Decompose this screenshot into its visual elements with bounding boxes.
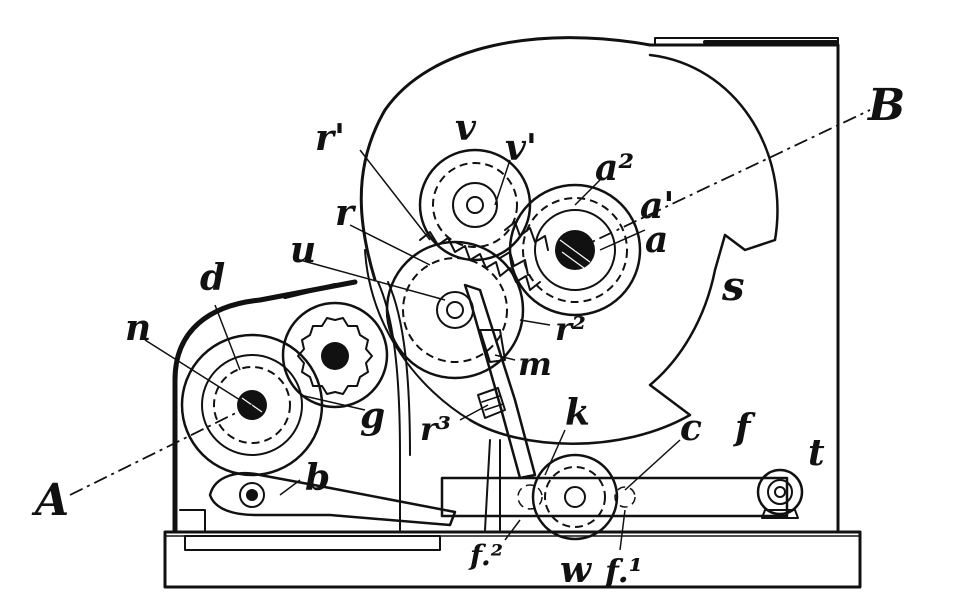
- leader-lines: [144, 149, 681, 551]
- gear-teeth: [419, 221, 549, 291]
- labels: A B n d g b u r r' v v' a² a' a s r² m r…: [31, 80, 905, 591]
- label-m: m: [518, 345, 552, 383]
- label-k: k: [565, 392, 590, 434]
- label-a1: a': [640, 185, 674, 227]
- arm-m: [463, 283, 537, 531]
- lever-b: [208, 471, 457, 527]
- gear-d: [180, 333, 324, 477]
- gear-v: [418, 148, 532, 262]
- slide-f: [440, 453, 789, 541]
- label-w: w: [560, 549, 593, 591]
- label-v1: v': [505, 127, 537, 169]
- label-r: r: [335, 192, 357, 234]
- housing: [172, 36, 840, 533]
- label-v: v: [455, 107, 477, 149]
- label-c: c: [680, 407, 702, 449]
- roller-t: [756, 468, 804, 519]
- label-d: d: [200, 257, 225, 299]
- label-f2: f.²: [468, 539, 503, 572]
- label-n: n: [125, 307, 151, 349]
- gear-g: [281, 301, 389, 409]
- section-line: [69, 109, 871, 496]
- label-r3: r³: [420, 410, 451, 448]
- label-b: b: [305, 457, 330, 499]
- label-B: B: [866, 80, 905, 131]
- base-plate: [163, 530, 862, 589]
- label-f: f: [732, 407, 756, 449]
- label-r1: r': [315, 117, 345, 159]
- label-g: g: [360, 395, 385, 437]
- label-t: t: [808, 432, 825, 474]
- label-u: u: [290, 229, 316, 271]
- label-s: s: [721, 263, 745, 310]
- label-a: a: [645, 219, 668, 261]
- label-a2: a²: [595, 147, 634, 189]
- label-r2: r²: [555, 310, 586, 348]
- label-A: A: [31, 475, 69, 526]
- label-f1: f.¹: [603, 552, 643, 590]
